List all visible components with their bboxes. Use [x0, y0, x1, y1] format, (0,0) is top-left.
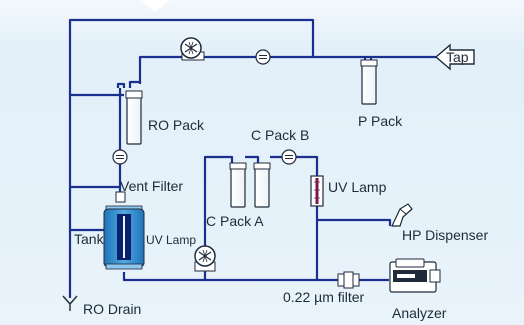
tank-vessel	[103, 205, 145, 270]
c-pack-a-cartridge	[229, 162, 247, 208]
top-valve-icon	[255, 49, 271, 65]
vent-filter-label: Vent Filter	[120, 178, 183, 194]
tank-label: Tank	[74, 231, 105, 247]
panel-notch	[140, 0, 170, 12]
hp-dispenser-gun	[391, 203, 413, 227]
top-pump-icon	[180, 37, 205, 61]
vent-filter-icon	[115, 191, 126, 203]
ro-pack-cartridge	[125, 90, 143, 145]
uv-lamp-label: UV Lamp	[328, 179, 387, 195]
p-pack-label: P Pack	[358, 113, 403, 129]
tap-label: Tap	[446, 49, 469, 65]
tank-uv-lamp-label: UV Lamp	[146, 233, 196, 247]
c-pack-valve-icon	[281, 149, 297, 165]
analyzer-device	[389, 258, 441, 293]
hp-dispenser-label: HP Dispenser	[402, 227, 488, 243]
pipe-network	[68, 18, 436, 298]
p-pack-cartridge	[360, 57, 378, 105]
uv-lamp-unit	[310, 175, 324, 207]
filter-label: 0.22 µm filter	[283, 289, 365, 305]
c-pack-b-cartridge	[253, 162, 271, 208]
c-pack-b-label: C Pack B	[251, 127, 309, 143]
tap-inlet: Tap	[434, 43, 475, 71]
ro-valve-icon	[112, 149, 128, 165]
ro-drain-label: RO Drain	[83, 301, 141, 317]
bottom-pump-icon	[194, 245, 216, 272]
c-pack-a-label: C Pack A	[206, 213, 264, 229]
ro-drain-icon	[62, 295, 78, 311]
final-filter-icon	[337, 271, 360, 289]
analyzer-label: Analyzer	[392, 305, 447, 321]
ro-pack-label: RO Pack	[148, 117, 205, 133]
